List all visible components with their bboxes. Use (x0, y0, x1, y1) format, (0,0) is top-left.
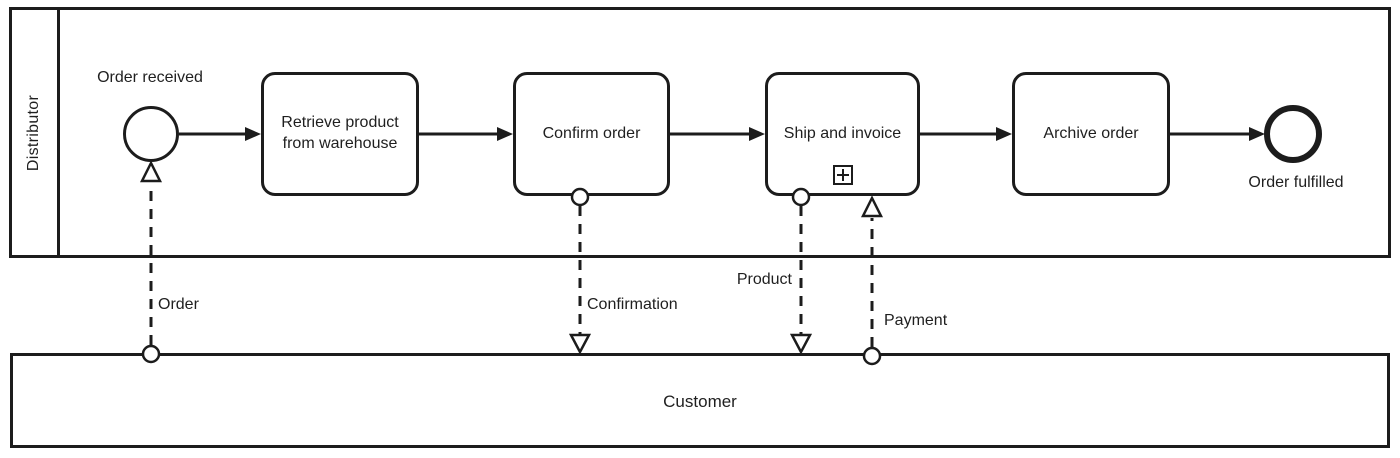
pool-customer[interactable]: Customer (10, 353, 1390, 448)
task-archive-order-label: Archive order (1043, 124, 1139, 142)
start-event-order-received[interactable] (123, 106, 179, 162)
pool-distributor-label: Distributor (25, 94, 43, 171)
message-flow-order-label: Order (158, 296, 199, 313)
task-retrieve-product-label: Retrieve product from warehouse (281, 114, 399, 152)
message-arrowhead-icon (789, 333, 813, 355)
task-archive-order[interactable]: Archive order (1012, 72, 1170, 196)
end-event-order-fulfilled[interactable] (1264, 105, 1322, 163)
task-confirm-order-label: Confirm order (542, 124, 641, 142)
pool-distributor[interactable]: Distributor (9, 7, 1391, 258)
task-retrieve-product[interactable]: Retrieve product from warehouse (261, 72, 419, 196)
message-arrowhead-icon (568, 333, 592, 355)
message-flow-payment-label: Payment (884, 312, 948, 329)
pool-customer-label: Customer (663, 392, 737, 411)
end-event-label: Order fulfilled (1248, 174, 1344, 191)
subprocess-plus-icon (832, 165, 853, 185)
task-confirm-order[interactable]: Confirm order (513, 72, 670, 196)
task-ship-and-invoice[interactable]: Ship and invoice (765, 72, 920, 196)
start-event-label: Order received (97, 69, 203, 86)
pool-distributor-label-band: Distributor (12, 10, 60, 255)
message-flow-product-label: Product (736, 271, 792, 288)
task-ship-and-invoice-label: Ship and invoice (783, 124, 902, 142)
message-flow-confirmation-label: Confirmation (587, 296, 678, 313)
